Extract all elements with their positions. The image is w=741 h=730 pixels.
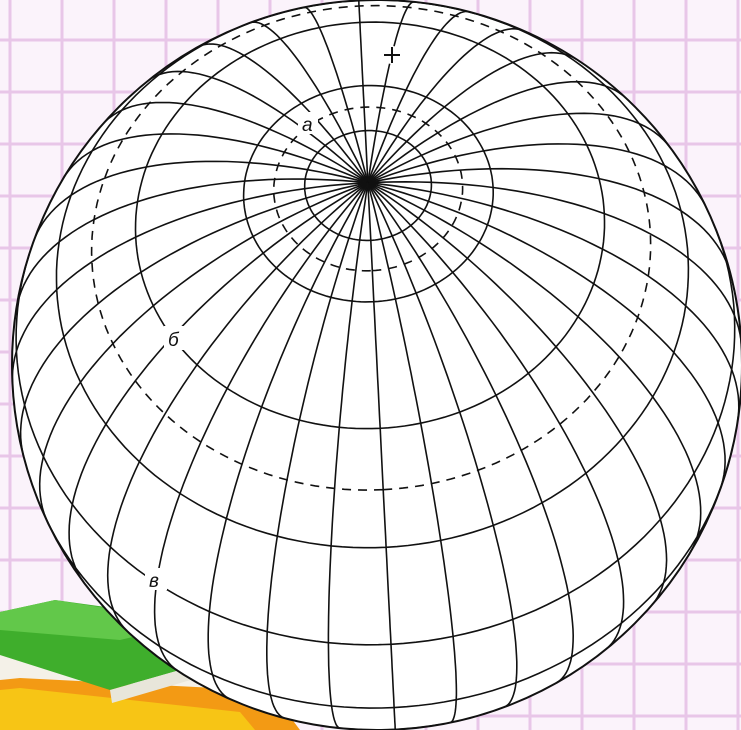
label-c: в — [149, 571, 159, 592]
label-a-box: а — [298, 112, 318, 136]
label-b: б — [168, 330, 180, 351]
pole-plus-icon — [383, 46, 401, 64]
label-c-box: в — [145, 568, 167, 592]
label-b-box: б — [164, 326, 184, 351]
label-a: а — [302, 115, 313, 136]
